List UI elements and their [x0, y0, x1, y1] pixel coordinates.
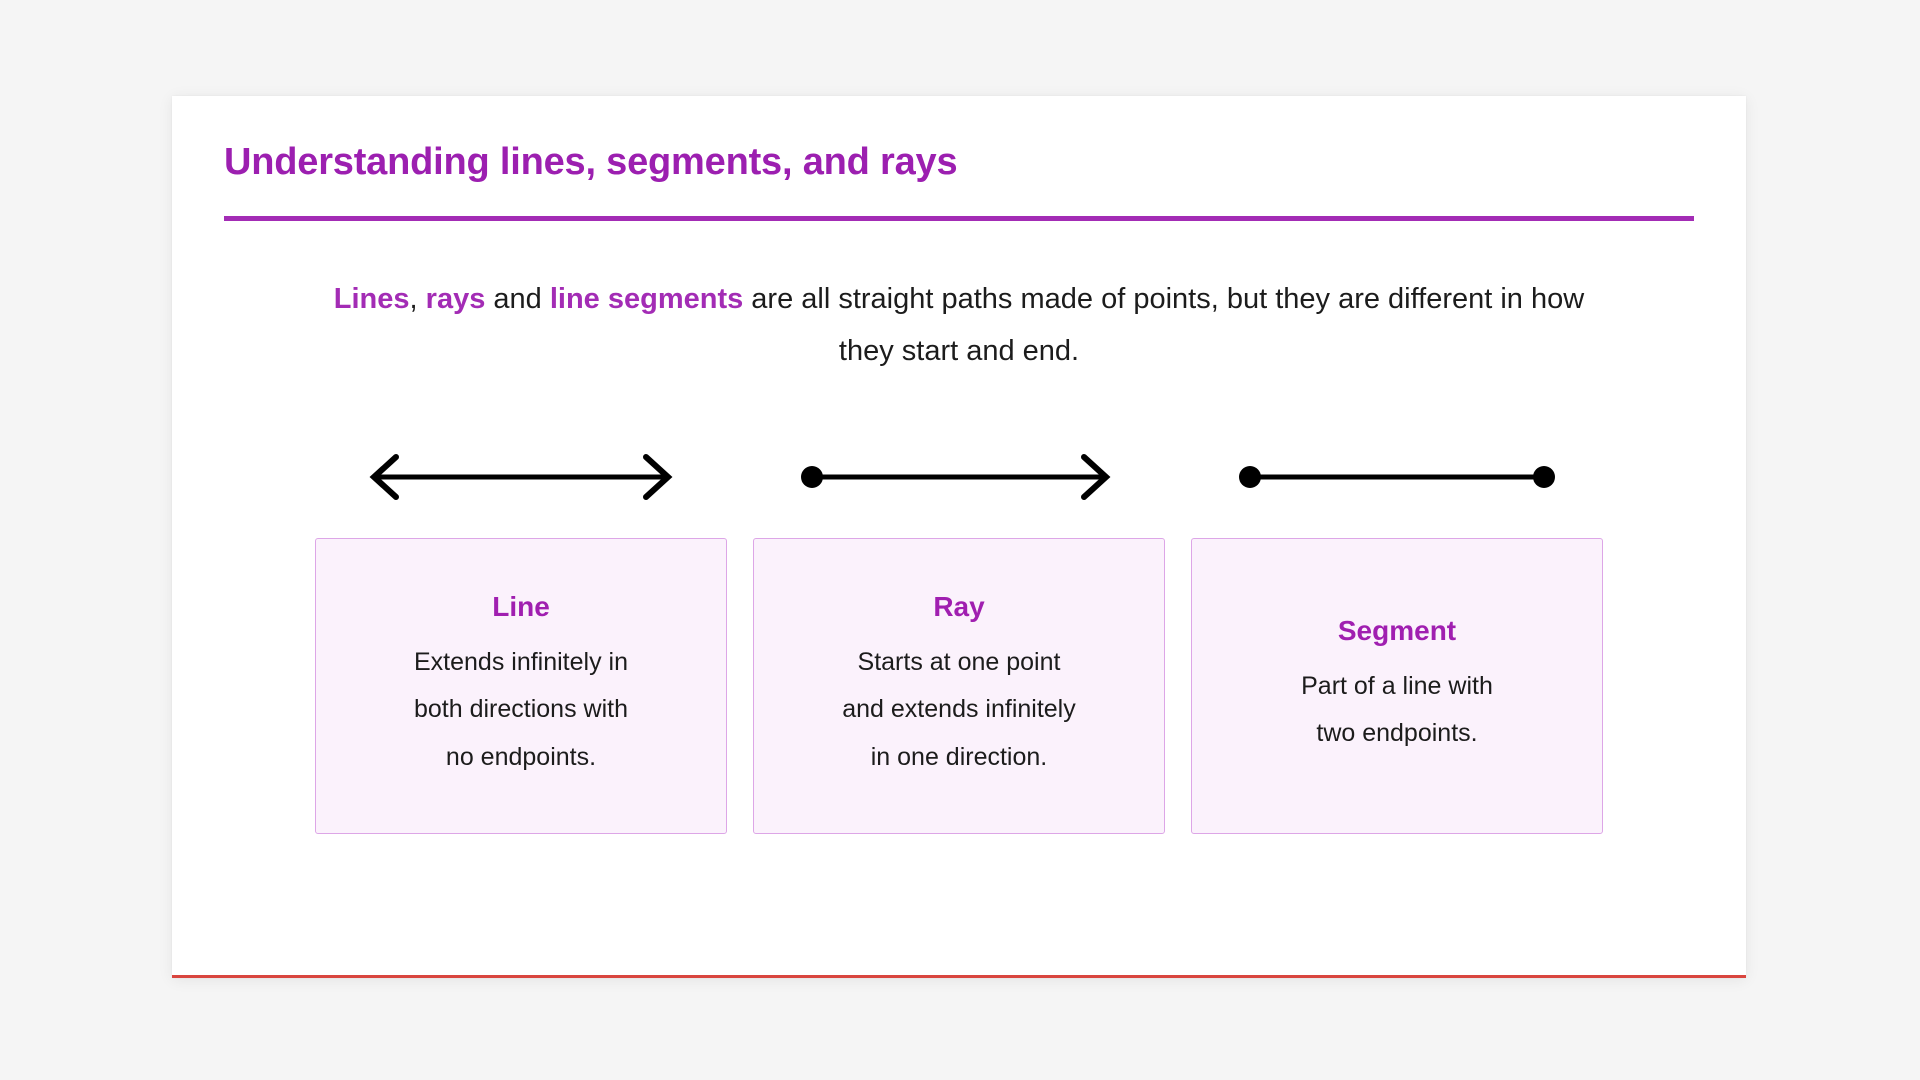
definition-body-line: in one direction.	[870, 742, 1048, 771]
slide-card: Understanding lines, segments, and rays …	[172, 96, 1746, 978]
intro-paragraph: Lines, rays and line segments are all st…	[304, 273, 1614, 379]
intro-tail-text: are all straight paths made of points, b…	[743, 282, 1585, 368]
diagram-row	[172, 434, 1746, 520]
dot-arrow-icon	[801, 454, 1111, 501]
title-divider	[224, 215, 1694, 221]
definition-body: Extends infinitely in both directions wi…	[414, 639, 628, 782]
definition-title: Segment	[1337, 614, 1457, 646]
definition-body: Part of a line with two endpoints.	[1301, 663, 1493, 758]
diagram-segment	[1191, 434, 1603, 520]
definition-body-line: Part of a line with	[1301, 671, 1493, 700]
dot-line-dot-icon	[1239, 466, 1555, 489]
intro-term-rays: rays	[425, 282, 486, 315]
intro-conjunction: and	[485, 282, 550, 315]
intro-term-lines: Lines	[333, 282, 410, 315]
page-title: Understanding lines, segments, and rays	[224, 141, 958, 183]
definition-title: Ray	[933, 590, 985, 622]
title-zone: Understanding lines, segments, and rays	[172, 96, 1746, 221]
bottom-accent-bar	[172, 975, 1746, 978]
definition-card-line: Line Extends infinitely in both directio…	[315, 538, 727, 835]
definition-card-ray: Ray Starts at one point and extends infi…	[753, 538, 1165, 835]
definition-body-line: no endpoints.	[445, 742, 597, 771]
definition-card-segment: Segment Part of a line with two endpoint…	[1191, 538, 1603, 835]
diagram-ray	[753, 434, 1165, 520]
definition-body-line: and extends infinitely	[842, 695, 1076, 724]
definition-title: Line	[492, 590, 550, 622]
definition-body-line: two endpoints.	[1316, 719, 1478, 748]
definition-body-line: Extends infinitely in	[413, 647, 628, 676]
intro-separator: ,	[409, 282, 426, 315]
double-arrow-icon	[369, 454, 673, 501]
diagram-line	[315, 434, 727, 520]
definition-body: Starts at one point and extends infinite…	[842, 639, 1075, 782]
intro-term-line-segments: line segments	[549, 282, 744, 315]
definition-cards-row: Line Extends infinitely in both directio…	[172, 538, 1746, 835]
definition-body-line: Starts at one point	[857, 647, 1061, 676]
definition-body-line: both directions with	[413, 695, 628, 724]
